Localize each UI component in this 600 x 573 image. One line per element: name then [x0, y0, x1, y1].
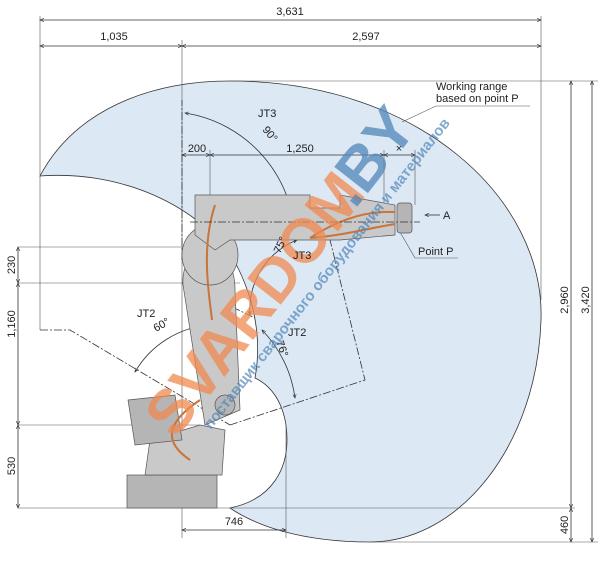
- label-jt2-right-angle: 76°: [273, 339, 290, 359]
- label-view-a: A: [443, 210, 451, 222]
- label-working-range-1: Working range: [436, 81, 507, 93]
- dim-below-460: 460: [559, 516, 571, 534]
- robot-base: [126, 474, 218, 509]
- dim-offset-200: 200: [188, 143, 206, 155]
- label-jt3-lower: JT3: [293, 250, 311, 262]
- robot-jt2-axis: [214, 394, 236, 416]
- dim-height-2960: 2,960: [559, 286, 571, 314]
- label-jt3-top: JT3: [258, 108, 276, 120]
- label-jt2-right: JT2: [288, 327, 306, 339]
- dim-wrist-offset: ×: [396, 143, 402, 155]
- label-jt2-left: JT2: [137, 308, 155, 320]
- dim-height-530: 530: [6, 457, 18, 475]
- robot-illustration: [126, 194, 420, 509]
- robot-upper-arm: [194, 194, 396, 251]
- dim-arm-length: 1,250: [286, 143, 314, 155]
- label-point-p: Point P: [418, 246, 453, 258]
- dim-front-746: 746: [225, 516, 243, 528]
- dim-overall-width: 3,631: [276, 6, 304, 18]
- dim-height-3420: 3,420: [580, 286, 592, 314]
- label-working-range-2: based on point P: [436, 93, 519, 105]
- robot-motor: [127, 394, 183, 446]
- dim-rear-reach: 1,035: [100, 31, 128, 43]
- dimension-lines: [18, 20, 592, 542]
- dim-front-reach: 2,597: [352, 31, 380, 43]
- robot-wrist-flange: [396, 202, 413, 234]
- dimension-labels: 3,631 1,035 2,597 200 1,250 × 230 1,160 …: [6, 6, 592, 534]
- dim-height-1160: 1,160: [6, 310, 18, 338]
- dim-height-230: 230: [6, 256, 18, 274]
